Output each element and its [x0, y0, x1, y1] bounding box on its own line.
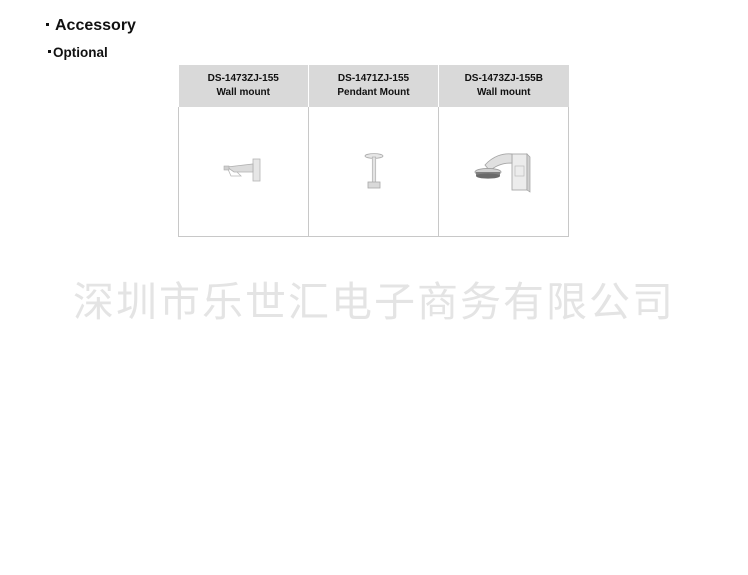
optional-heading: Optional	[46, 45, 108, 60]
accessory-table: DS-1473ZJ-155 Wall mount DS-1471ZJ-155 P…	[178, 65, 569, 237]
accessory-heading: Accessory	[44, 17, 136, 35]
accessory-header-cell: DS-1471ZJ-155 Pendant Mount	[308, 65, 439, 107]
accessory-image-row	[178, 107, 569, 237]
accessory-header-cell: DS-1473ZJ-155 Wall mount	[178, 65, 309, 107]
accessory-type: Wall mount	[476, 87, 531, 98]
accessory-image-cell	[438, 107, 569, 237]
pendant-mount-icon	[364, 152, 383, 188]
accessory-type: Pendant Mount	[337, 87, 410, 98]
optional-heading-text: Optional	[53, 45, 108, 60]
accessory-heading-text: Accessory	[55, 17, 136, 34]
accessory-header-cell: DS-1473ZJ-155B Wall mount	[438, 65, 569, 107]
accessory-model: DS-1473ZJ-155B	[464, 73, 543, 84]
bullet-icon	[46, 22, 49, 26]
accessory-image-cell	[308, 107, 439, 237]
accessory-model: DS-1473ZJ-155	[207, 73, 279, 84]
accessory-header-row: DS-1473ZJ-155 Wall mount DS-1471ZJ-155 P…	[178, 65, 569, 107]
watermark-text: 深圳市乐世汇电子商务有限公司	[73, 278, 675, 326]
wall-mount-icon	[223, 158, 260, 181]
bullet-icon	[48, 50, 51, 54]
accessory-type: Wall mount	[216, 87, 270, 98]
accessory-image-cell	[178, 107, 309, 237]
wall-mount-junction-box-icon	[474, 152, 530, 193]
accessory-model: DS-1471ZJ-155	[337, 73, 410, 84]
